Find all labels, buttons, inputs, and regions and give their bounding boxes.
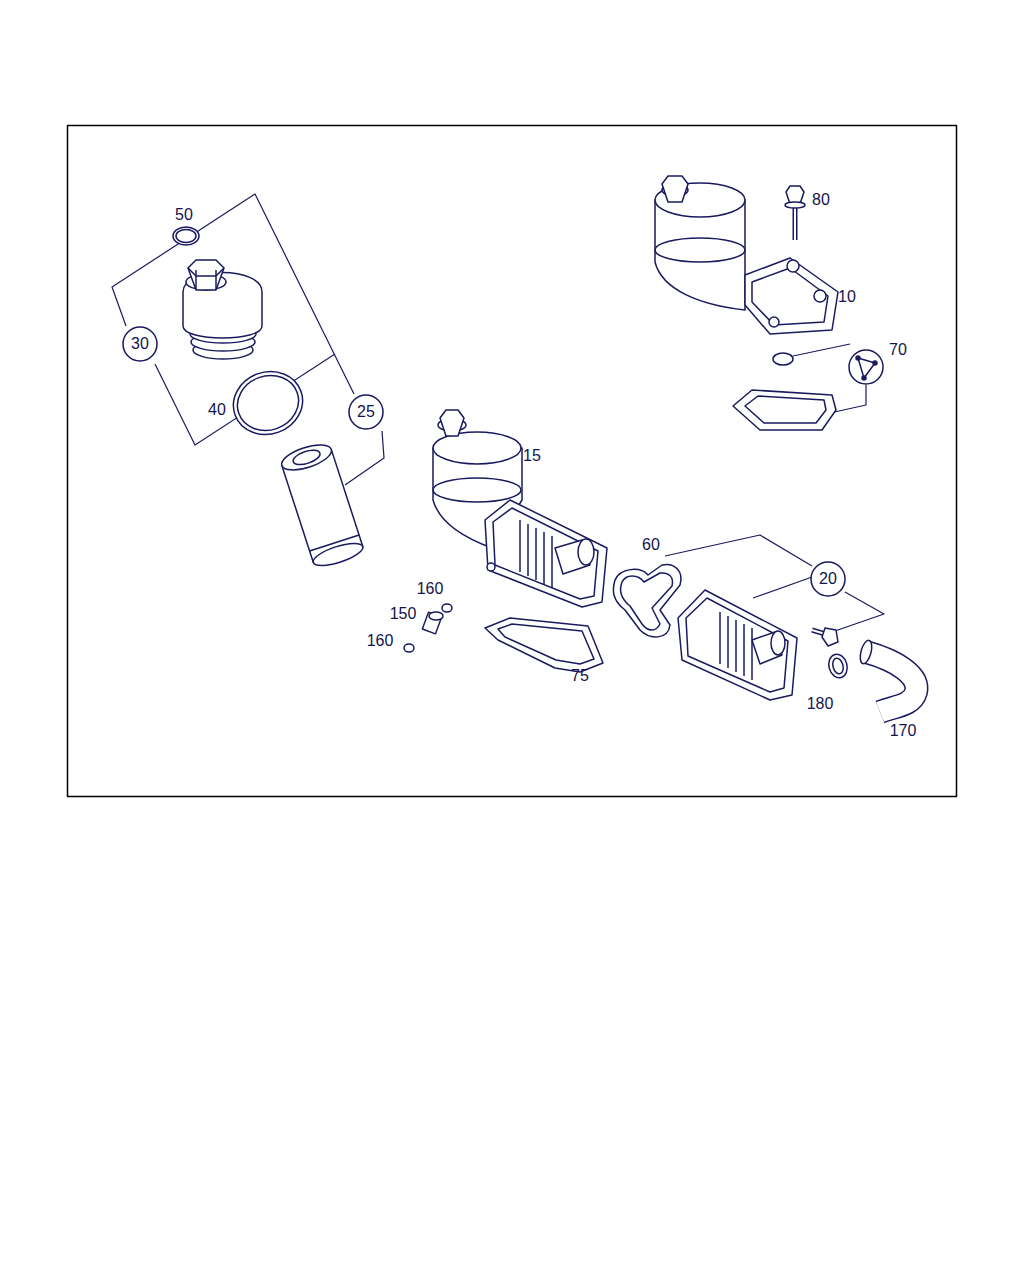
callout-number: 20	[819, 571, 837, 587]
callout-number: 10	[838, 289, 856, 305]
callout-circle: 25	[348, 394, 384, 430]
callout-number: 15	[523, 448, 541, 464]
callout-number: 180	[807, 696, 834, 712]
callout-number: 80	[812, 192, 830, 208]
callout-number: 40	[208, 402, 226, 418]
callout-number: 160	[367, 633, 394, 649]
callout-circle: 30	[122, 326, 158, 362]
callout-number: 170	[890, 723, 917, 739]
callout-number: 150	[390, 606, 417, 622]
callout-number: 25	[357, 404, 375, 420]
callout-number: 50	[175, 207, 193, 223]
callout-number: 30	[131, 336, 149, 352]
callout-number: 160	[417, 581, 444, 597]
callout-number: 75	[571, 668, 589, 684]
callout-circle: 20	[810, 561, 846, 597]
callout-number: 70	[889, 342, 907, 358]
callout-number: 60	[642, 537, 660, 553]
